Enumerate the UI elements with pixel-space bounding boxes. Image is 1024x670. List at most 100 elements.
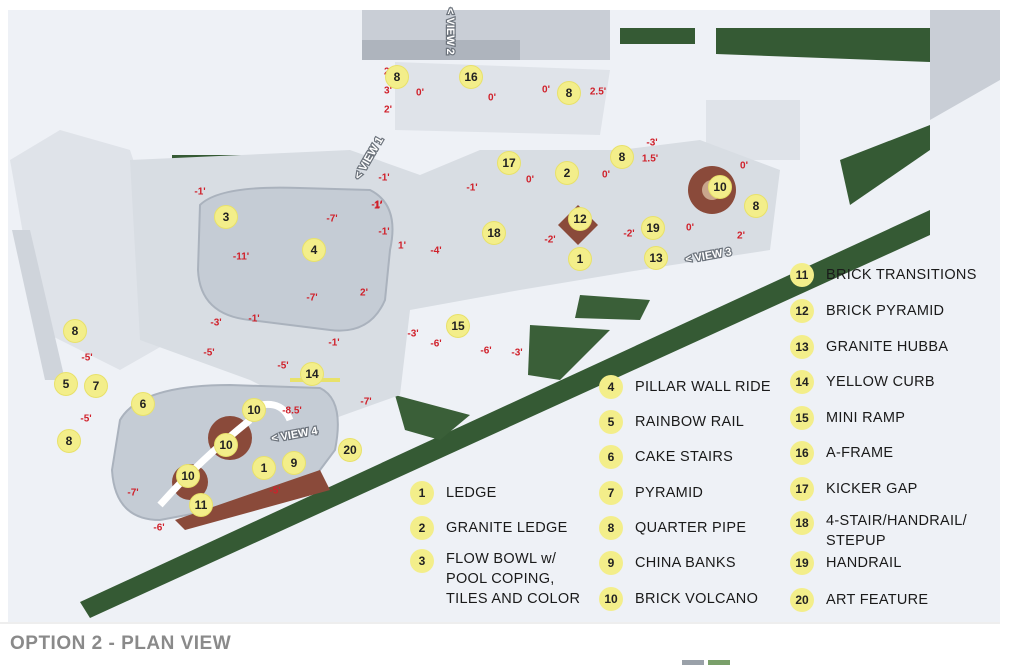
map-marker: 18	[482, 221, 506, 245]
elevation-label: -6'	[480, 346, 491, 357]
marker-number: 8	[394, 70, 401, 84]
building-right-lower	[706, 100, 800, 160]
marker-number: 9	[291, 456, 298, 470]
brick-transition	[175, 470, 330, 530]
elevation-label: -1'	[328, 338, 339, 349]
marker-circle	[338, 438, 362, 462]
legend-label: BRICK TRANSITIONS	[826, 267, 977, 283]
view-label: < VIEW 2	[444, 8, 456, 55]
grass-patch-2	[528, 325, 610, 380]
map-marker: 8	[385, 65, 409, 89]
marker-number: 14	[305, 367, 319, 381]
legend-label: YELLOW CURB	[826, 374, 935, 390]
legend-number: 5	[599, 410, 623, 434]
legend-number: 4	[599, 375, 623, 399]
elevation-label: -11'	[233, 252, 249, 263]
marker-number: 8	[753, 199, 760, 213]
map-marker: 11	[189, 493, 213, 517]
marker-circle	[708, 175, 732, 199]
map-marker: 19	[641, 216, 665, 240]
map-marker: 10	[214, 433, 238, 457]
marker-circle	[252, 456, 276, 480]
marker-circle	[568, 247, 592, 271]
marker-number: 2	[564, 166, 571, 180]
elevation-label: -7'	[326, 214, 337, 225]
elevation-label: 2.5'	[590, 87, 606, 98]
map-marker: 8	[57, 429, 81, 453]
elevation-label: -5'	[269, 486, 280, 497]
marker-circle	[497, 151, 521, 175]
legend-number: 2	[410, 516, 434, 540]
legend-number: 20	[790, 588, 814, 612]
legend-label: QUARTER PIPE	[635, 520, 747, 536]
elevation-label: -6'	[430, 339, 441, 350]
map-marker: 10	[242, 398, 266, 422]
legend-number: 18	[790, 511, 814, 535]
marker-number: 1	[577, 252, 584, 266]
legend-label: BRICK PYRAMID	[826, 303, 945, 319]
marker-number: 16	[464, 70, 478, 84]
legend-label: PILLAR WALL RIDE	[635, 379, 771, 395]
grass-strip-bottom	[80, 210, 930, 618]
elevation-label: -1'	[378, 227, 389, 238]
legend-number: 11	[790, 263, 814, 287]
legend-label: CAKE STAIRS	[635, 449, 734, 465]
map-marker: 1	[252, 456, 276, 480]
legend-number: 15	[790, 406, 814, 430]
elevation-label: 2'	[360, 288, 368, 299]
legend-label: GRANITE HUBBA	[826, 339, 949, 355]
elevation-label: -1'	[466, 183, 477, 194]
elevation-label: -5'	[277, 361, 288, 372]
elevation-label: -1'	[248, 314, 259, 325]
marker-circle	[641, 216, 665, 240]
marker-circle	[84, 374, 108, 398]
elevation-label: -5'	[80, 414, 91, 425]
marker-circle	[744, 194, 768, 218]
legend-label: GRANITE LEDGE	[446, 520, 568, 536]
marker-number: 1	[261, 461, 268, 475]
elevation-label: 0'	[686, 223, 694, 234]
marker-circle	[644, 246, 668, 270]
elevation-label: 0'	[602, 170, 610, 181]
map-marker: 12	[568, 207, 592, 231]
elevation-label: 0'	[488, 93, 496, 104]
flow-bowl	[196, 186, 394, 332]
elevation-label: -3'	[407, 329, 418, 340]
legend-label: A-FRAME	[826, 445, 894, 461]
elevation-label: -7'	[127, 488, 138, 499]
elevation-label: -8.5'	[282, 406, 302, 417]
elevation-label: 0'	[416, 88, 424, 99]
marker-circle	[63, 319, 87, 343]
elevation-label: -3'	[646, 138, 657, 149]
marker-circle	[54, 372, 78, 396]
marker-circle	[176, 464, 200, 488]
marker-number: 19	[646, 221, 660, 235]
map-marker: 5	[54, 372, 78, 396]
map-marker: 10	[176, 464, 200, 488]
rainbow-rail-2	[157, 417, 253, 508]
legend-number: 6	[599, 445, 623, 469]
marker-number: 8	[66, 434, 73, 448]
elevation-label: 2'	[384, 105, 392, 116]
marker-circle	[214, 433, 238, 457]
legend-label: CHINA BANKS	[635, 555, 736, 571]
legend-label: KICKER GAP	[826, 481, 918, 497]
marker-number: 11	[195, 498, 208, 512]
marker-circle	[568, 207, 592, 231]
legend-label: FLOW BOWL w/ POOL COPING, TILES AND COLO…	[446, 551, 581, 607]
marker-circle	[555, 161, 579, 185]
marker-number: 18	[487, 226, 501, 240]
marker-circle	[242, 398, 266, 422]
marker-number: 8	[619, 150, 626, 164]
elevation-label: -5'	[81, 353, 92, 364]
